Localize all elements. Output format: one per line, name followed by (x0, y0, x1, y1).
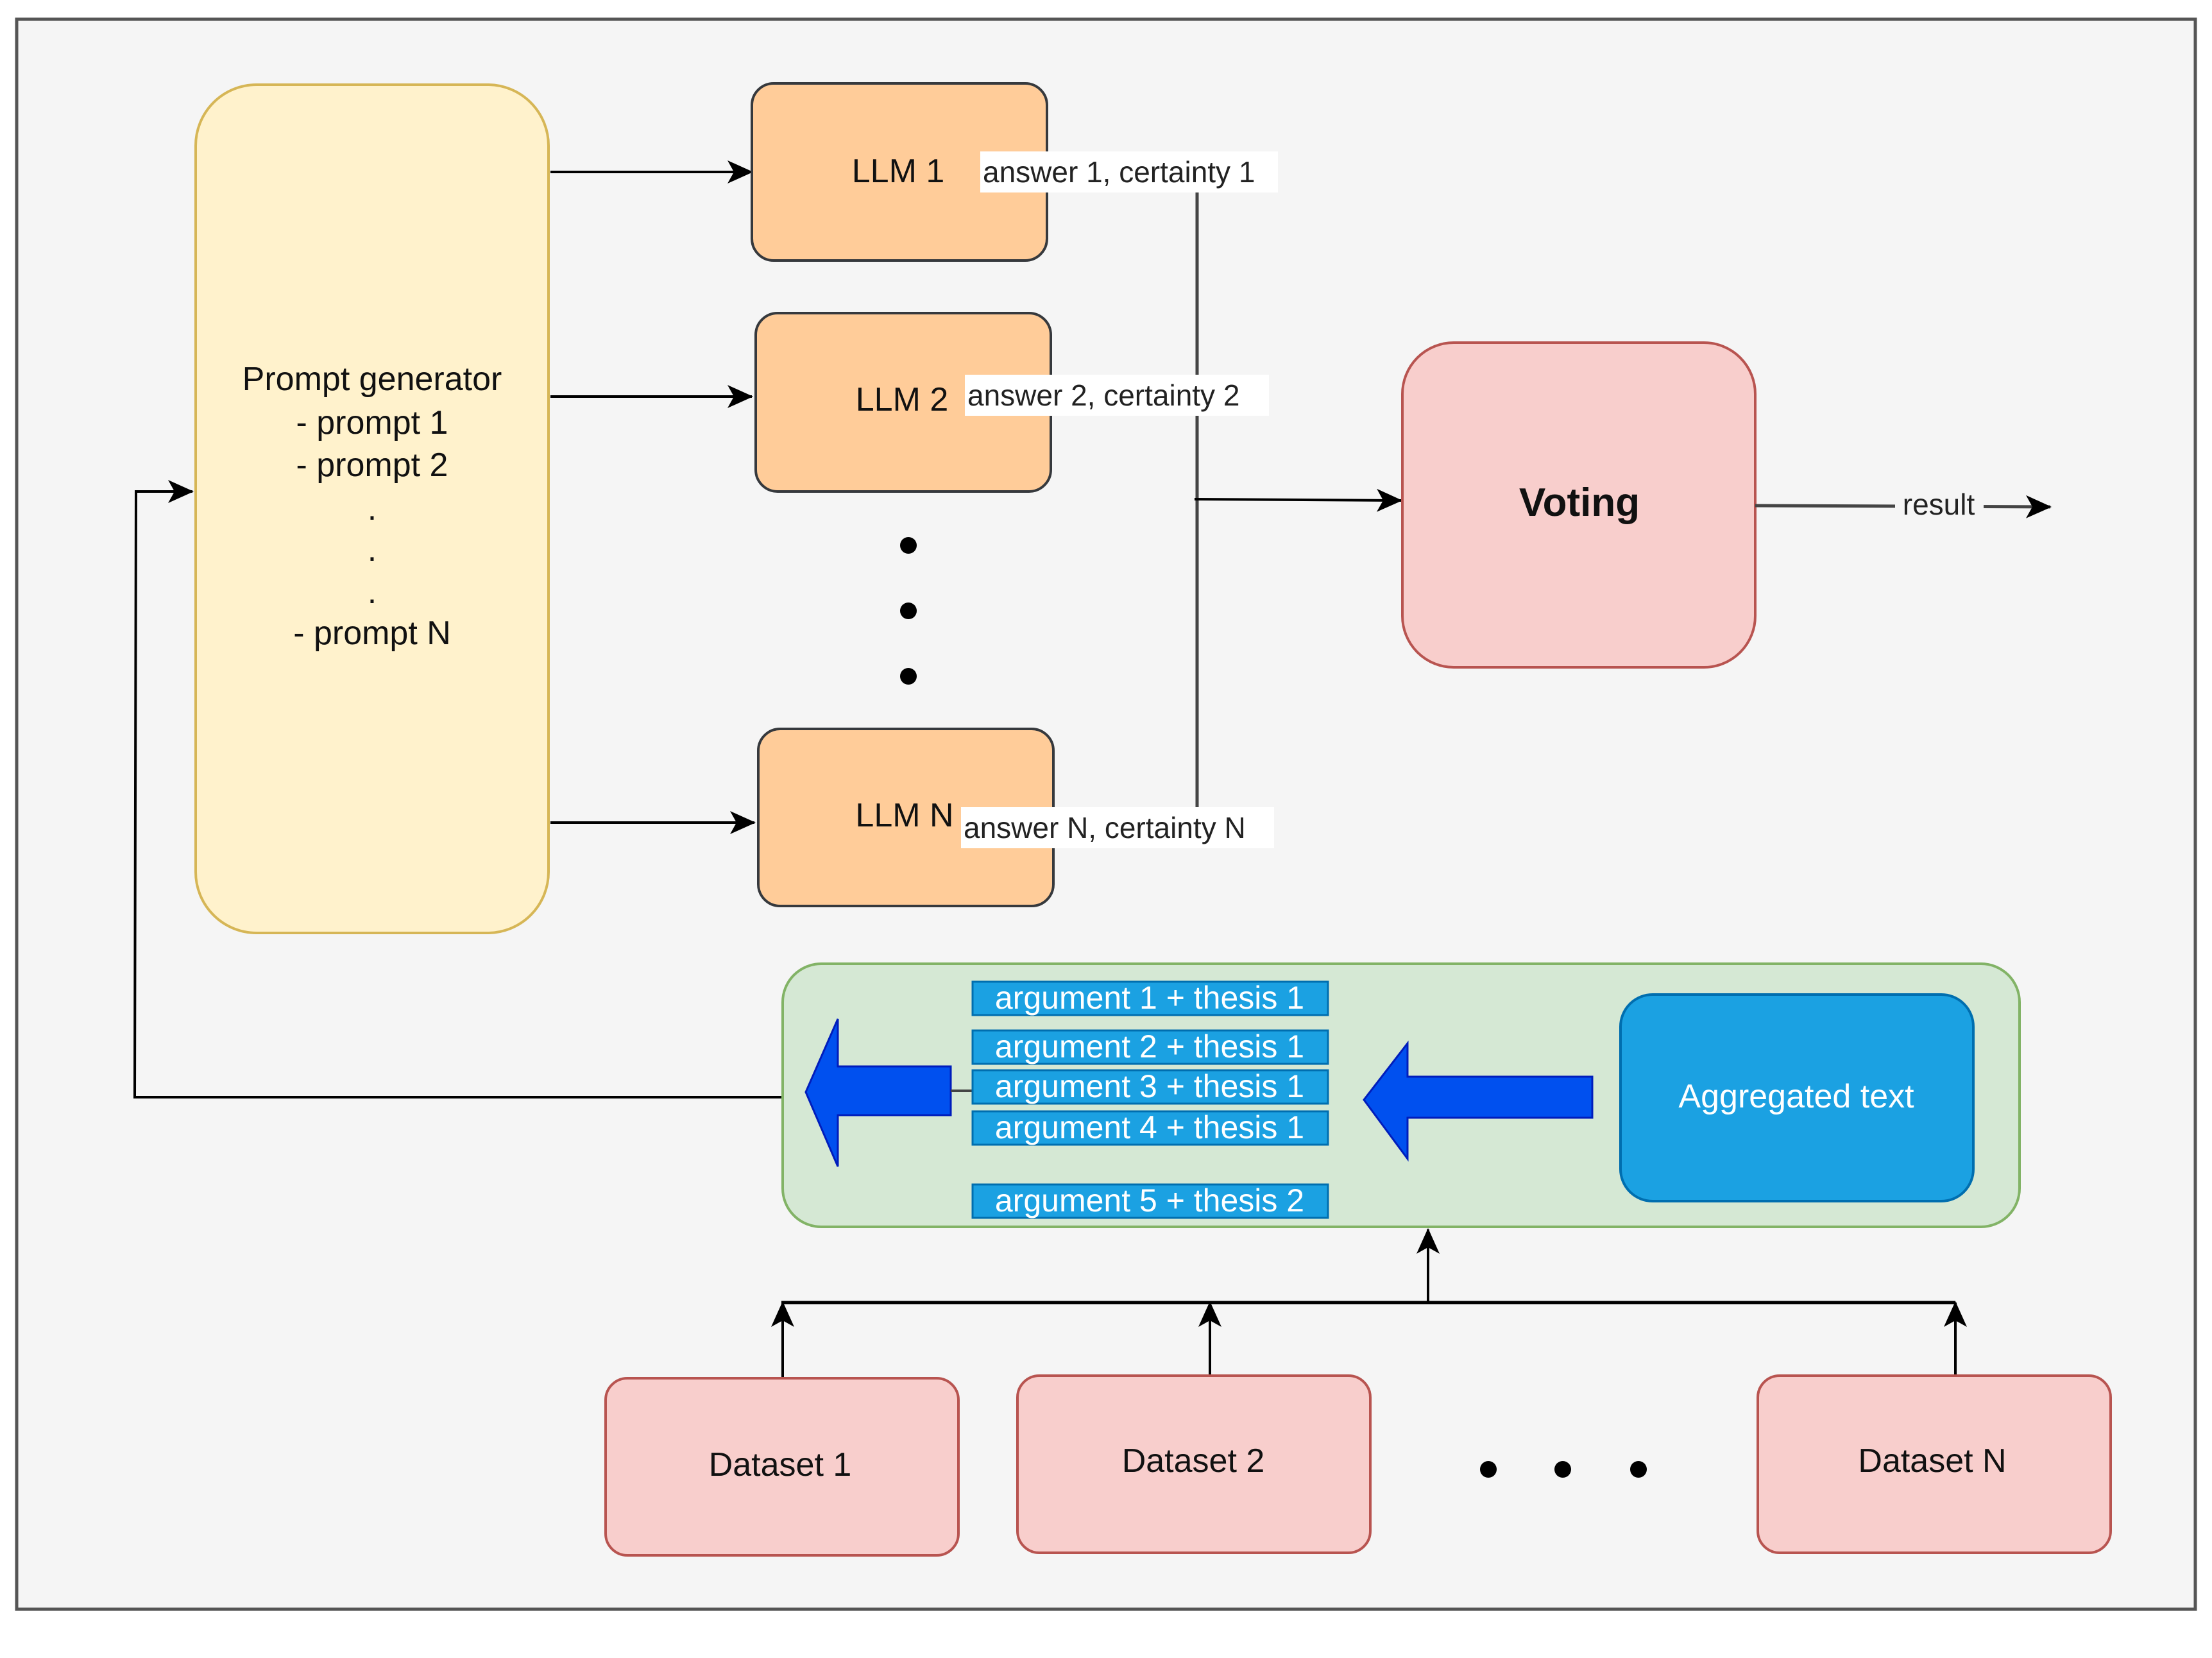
prompt-line-5: . (368, 574, 377, 611)
argument-label: argument 3 + thesis 1 (995, 1068, 1304, 1104)
prompt-line-1: - prompt 1 (296, 404, 448, 441)
answer-n-label: answer N, certainty N (964, 811, 1246, 844)
dataset-n-label: Dataset N (1858, 1442, 2006, 1480)
argument-label: argument 1 + thesis 1 (995, 980, 1304, 1016)
llm-1-label: LLM 1 (852, 153, 945, 190)
argument-label-bg (971, 980, 1329, 1016)
prompt-line-6: - prompt N (293, 615, 451, 652)
dataset-2-box[interactable] (1016, 1374, 1372, 1554)
voting-label: Voting (1519, 481, 1640, 525)
dataset-1-label: Dataset 1 (709, 1446, 852, 1483)
dataset-n-box[interactable] (1757, 1374, 2112, 1554)
llm-n-label: LLM N (855, 797, 953, 834)
edge-aggregation-to-prompt (133, 480, 784, 1098)
dataset-ellipsis-dot (1630, 1461, 1647, 1478)
llm-ellipsis-dot (900, 537, 917, 554)
answer-2-label-bg (965, 375, 1269, 416)
prompt-generator-box[interactable] (194, 83, 550, 934)
argument-label: argument 4 + thesis 1 (995, 1109, 1304, 1145)
answer-n-label-bg (961, 807, 1274, 848)
argument-label-bg (971, 1183, 1329, 1219)
argument-label-bg (971, 1029, 1329, 1065)
dataset-2-label: Dataset 2 (1122, 1442, 1265, 1480)
result-label: result (1903, 488, 1975, 521)
edge-collector-to-voting (1194, 488, 1402, 512)
arguments-list: argument 1 + thesis 1 argument 2 + thesi… (971, 980, 1329, 1219)
answer-1-label: answer 1, certainty 1 (983, 155, 1255, 189)
llm-2-label: LLM 2 (856, 381, 949, 418)
llm-ellipsis-dot (900, 668, 917, 685)
argument-label: argument 5 + thesis 2 (995, 1183, 1304, 1218)
voting-box[interactable] (1401, 341, 1757, 669)
dataset-ellipsis-dot (1480, 1461, 1497, 1478)
prompt-line-3: . (368, 490, 377, 527)
prompt-line-2: - prompt 2 (296, 447, 448, 484)
llm-ellipsis-dot (900, 603, 917, 619)
prompt-generator-title: Prompt generator (242, 361, 502, 398)
argument-label: argument 2 + thesis 1 (995, 1029, 1304, 1064)
dataset-ellipsis-dot (1554, 1461, 1571, 1478)
aggregation-arrow-icon (1363, 1040, 1594, 1162)
aggregated-text-label: Aggregated text (1678, 1078, 1914, 1115)
aggregated-text-box[interactable] (1619, 993, 1975, 1202)
answer-2-label: answer 2, certainty 2 (967, 379, 1239, 412)
result-label-bg (1895, 489, 1984, 522)
argument-label-bg (971, 1110, 1329, 1146)
answer-1-label-bg (980, 151, 1278, 192)
dataset-1-box[interactable] (604, 1377, 960, 1557)
prompt-line-4: . (368, 531, 377, 568)
output-arrow-icon (804, 1018, 952, 1167)
argument-label-bg (971, 1069, 1329, 1105)
